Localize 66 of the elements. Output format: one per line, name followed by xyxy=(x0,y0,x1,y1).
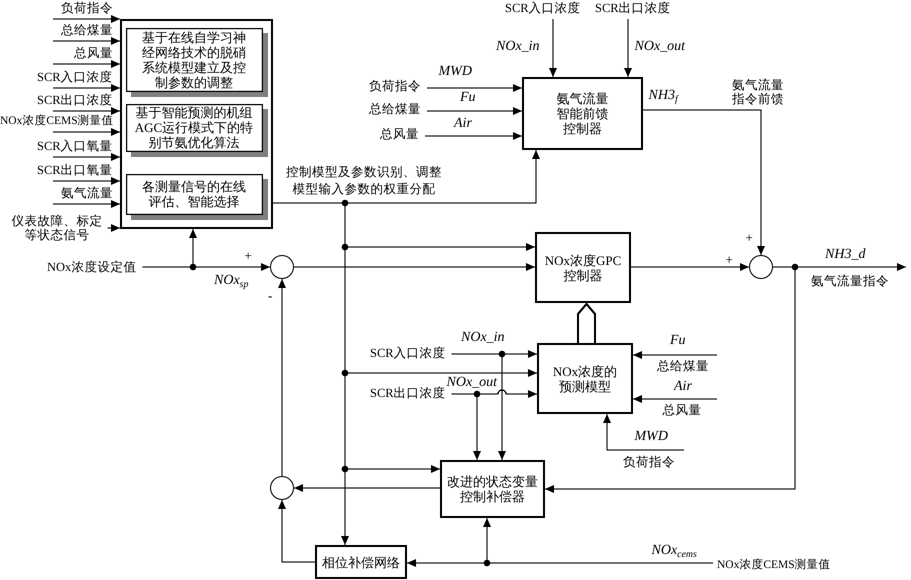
process-box: 改进的状态变量控制补偿器 xyxy=(440,460,545,518)
arrow xyxy=(278,500,315,563)
arrow xyxy=(603,414,684,451)
arrow xyxy=(53,84,120,92)
edge-label: NOx$_{sp}$ xyxy=(213,274,250,288)
arrow xyxy=(633,395,717,403)
arrow xyxy=(631,263,749,271)
signal-label: 总风量 xyxy=(74,46,113,60)
signal-label: NOx浓度CEMS测量值 xyxy=(0,114,114,128)
signal-label: 氨气流量指令 xyxy=(811,274,889,288)
signal-label: 负荷指令 xyxy=(623,455,675,470)
signal-label: SCR出口氧量 xyxy=(37,163,113,178)
edge-label: NOx$_{cems}$ xyxy=(650,544,698,558)
signal-label: NOx浓度设定值 xyxy=(47,260,136,274)
arrow xyxy=(427,84,522,92)
arrow xyxy=(108,224,120,232)
block-arrow xyxy=(577,302,596,344)
signal-label: SCR入口氧量 xyxy=(37,139,113,154)
signal-label: 负荷指令 xyxy=(369,79,421,94)
arrow xyxy=(53,37,120,45)
process-box: 相位补偿网络 xyxy=(315,545,407,579)
arrow xyxy=(425,132,522,140)
arrow xyxy=(53,200,120,208)
edge-label: NOx_in xyxy=(495,40,541,54)
edge-label: NOx_in xyxy=(460,331,506,345)
signal-label: 总给煤量 xyxy=(369,102,421,116)
process-box: NOx浓度的预测模型 xyxy=(537,343,633,414)
arrow xyxy=(294,263,535,271)
summing-junction xyxy=(270,476,294,500)
signal-label: 总给煤量 xyxy=(61,23,113,38)
edge-label: NH3$_{f}$ xyxy=(648,89,679,103)
arrow xyxy=(643,109,765,255)
signal-label: 总风量 xyxy=(662,403,702,418)
arrow xyxy=(53,177,120,185)
edge-label: NOx_out xyxy=(634,40,686,54)
signal-label: SCR入口浓度 xyxy=(370,346,446,360)
signal-label: SCR入口浓度 xyxy=(37,70,113,84)
edge-label: NH3_d xyxy=(824,248,866,262)
summing-junction xyxy=(749,255,773,279)
signal-label: SCR入口浓度 xyxy=(505,1,581,16)
signal-label: SCR出口浓度 xyxy=(370,386,446,400)
signal-label: 总给煤量 xyxy=(657,359,709,374)
arrow xyxy=(278,279,286,476)
signal-label: 总风量 xyxy=(380,127,419,142)
arrow xyxy=(549,19,557,77)
system-box xyxy=(120,19,273,229)
signal-label: NOx浓度CEMS测量值 xyxy=(717,558,831,572)
arrow xyxy=(53,15,120,23)
process-box: 氨气流量智能前馈控制器 xyxy=(522,77,643,150)
edge-label: NOx_out xyxy=(446,376,498,390)
arrow xyxy=(53,153,120,161)
signal-label: SCR出口浓度 xyxy=(595,1,671,16)
arrow xyxy=(53,128,120,136)
signal-label: 仪表故障、标定等状态信号 xyxy=(8,214,106,242)
summing-junction xyxy=(270,255,294,279)
arrow xyxy=(624,19,632,77)
signal-label: SCR出口浓度 xyxy=(37,93,113,108)
process-box: NOx浓度GPC控制器 xyxy=(535,232,631,303)
arrow xyxy=(633,351,717,359)
signal-label: 负荷指令 xyxy=(61,1,113,16)
signal-label: 氨气流量 xyxy=(61,186,113,200)
signal-label: 氨气流量指令前馈 xyxy=(730,78,786,106)
arrow xyxy=(294,484,440,492)
arrow xyxy=(53,60,120,68)
arrow xyxy=(53,107,120,115)
arrow xyxy=(427,107,522,115)
